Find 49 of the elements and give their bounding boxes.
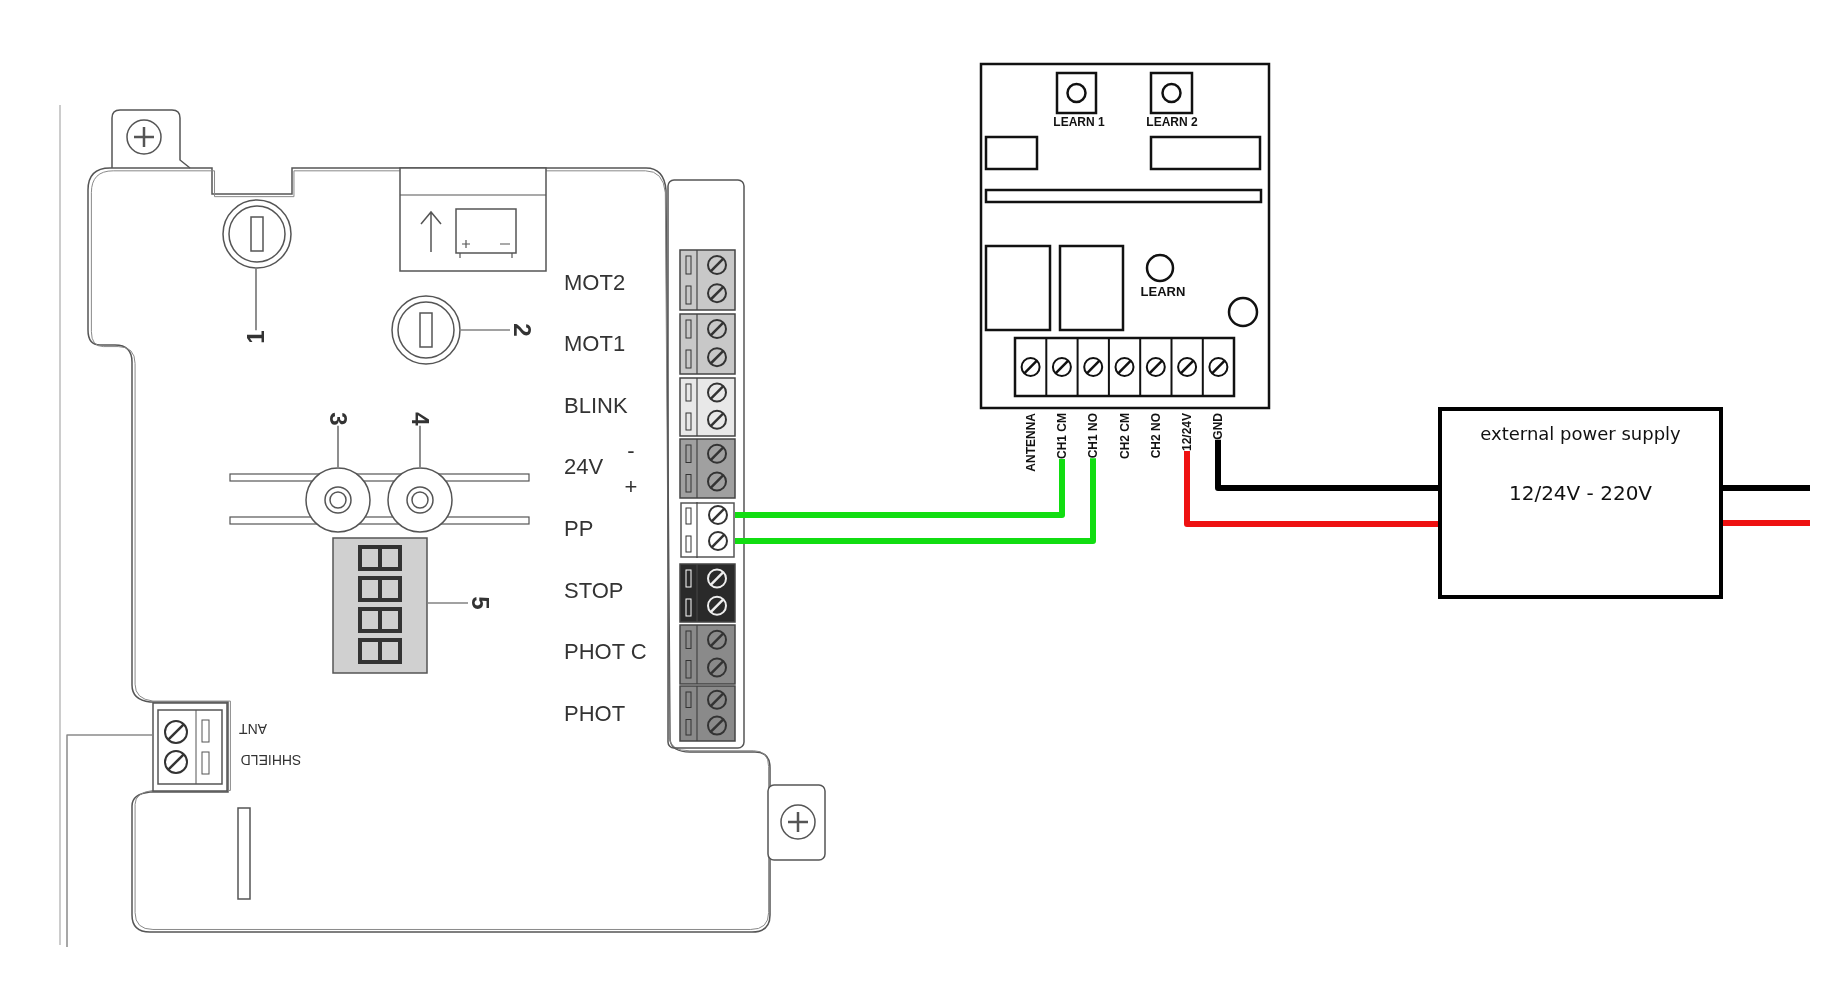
wire [735,459,1065,518]
callout-number: 3 [326,412,350,426]
leader-line [427,602,469,604]
terminal-label: CH1 CM [1055,413,1069,459]
display-drawing [332,537,428,674]
callout-number: 5 [468,596,492,610]
button-label: LEARN 1 [1053,116,1105,128]
trimmer-drawing [387,467,453,533]
leader-line [460,329,511,331]
polarity-sign: - [627,440,635,462]
power-supply-label: external power supply [1480,425,1681,443]
terminal-label: SHHIELD [240,753,302,767]
polarity-sign: + [624,476,638,498]
terminal-label: STOP [564,580,624,602]
leader-line [419,425,421,468]
voltage-label: 12/24V - 220V [1508,483,1653,503]
terminal-label: BLINK [564,395,628,417]
terminal-block-drawing [152,702,228,792]
button-label: LEARN 2 [1146,116,1198,128]
leader-line [337,425,339,468]
terminal-label: PHOT C [564,641,647,663]
receiver-board-drawing [980,63,1270,409]
power-supply-box [1438,407,1723,599]
leader-line [255,268,257,331]
terminal-label: 12/24V [1180,413,1194,452]
antenna-cable [66,734,153,948]
terminal-label: CH2 CM [1118,413,1132,459]
terminal-label: 24V [564,456,604,478]
wire [735,458,1096,544]
terminal-label: CH1 NO [1086,413,1100,459]
terminal-label: CH2 NO [1149,413,1163,459]
terminal-label: PP [564,518,594,540]
fuse-drawing [391,295,461,365]
wire [1723,485,1810,491]
terminal-label: ANTENNA [1024,413,1038,472]
callout-number: 2 [510,323,534,337]
trimmer-drawing [305,467,371,533]
button-label: LEARN [1140,284,1186,298]
terminal-label: GND [1211,413,1225,440]
fuse-drawing [222,199,292,269]
terminal-label: PHOT [564,703,626,725]
terminal-label: MOT1 [564,333,626,355]
callout-number: 1 [244,330,268,344]
wire [1184,451,1438,527]
terminal-label: MOT2 [564,272,626,294]
terminal-block-drawing [680,502,735,558]
callout-number: 4 [408,412,432,426]
wire [1723,520,1810,526]
wire [1215,439,1438,491]
